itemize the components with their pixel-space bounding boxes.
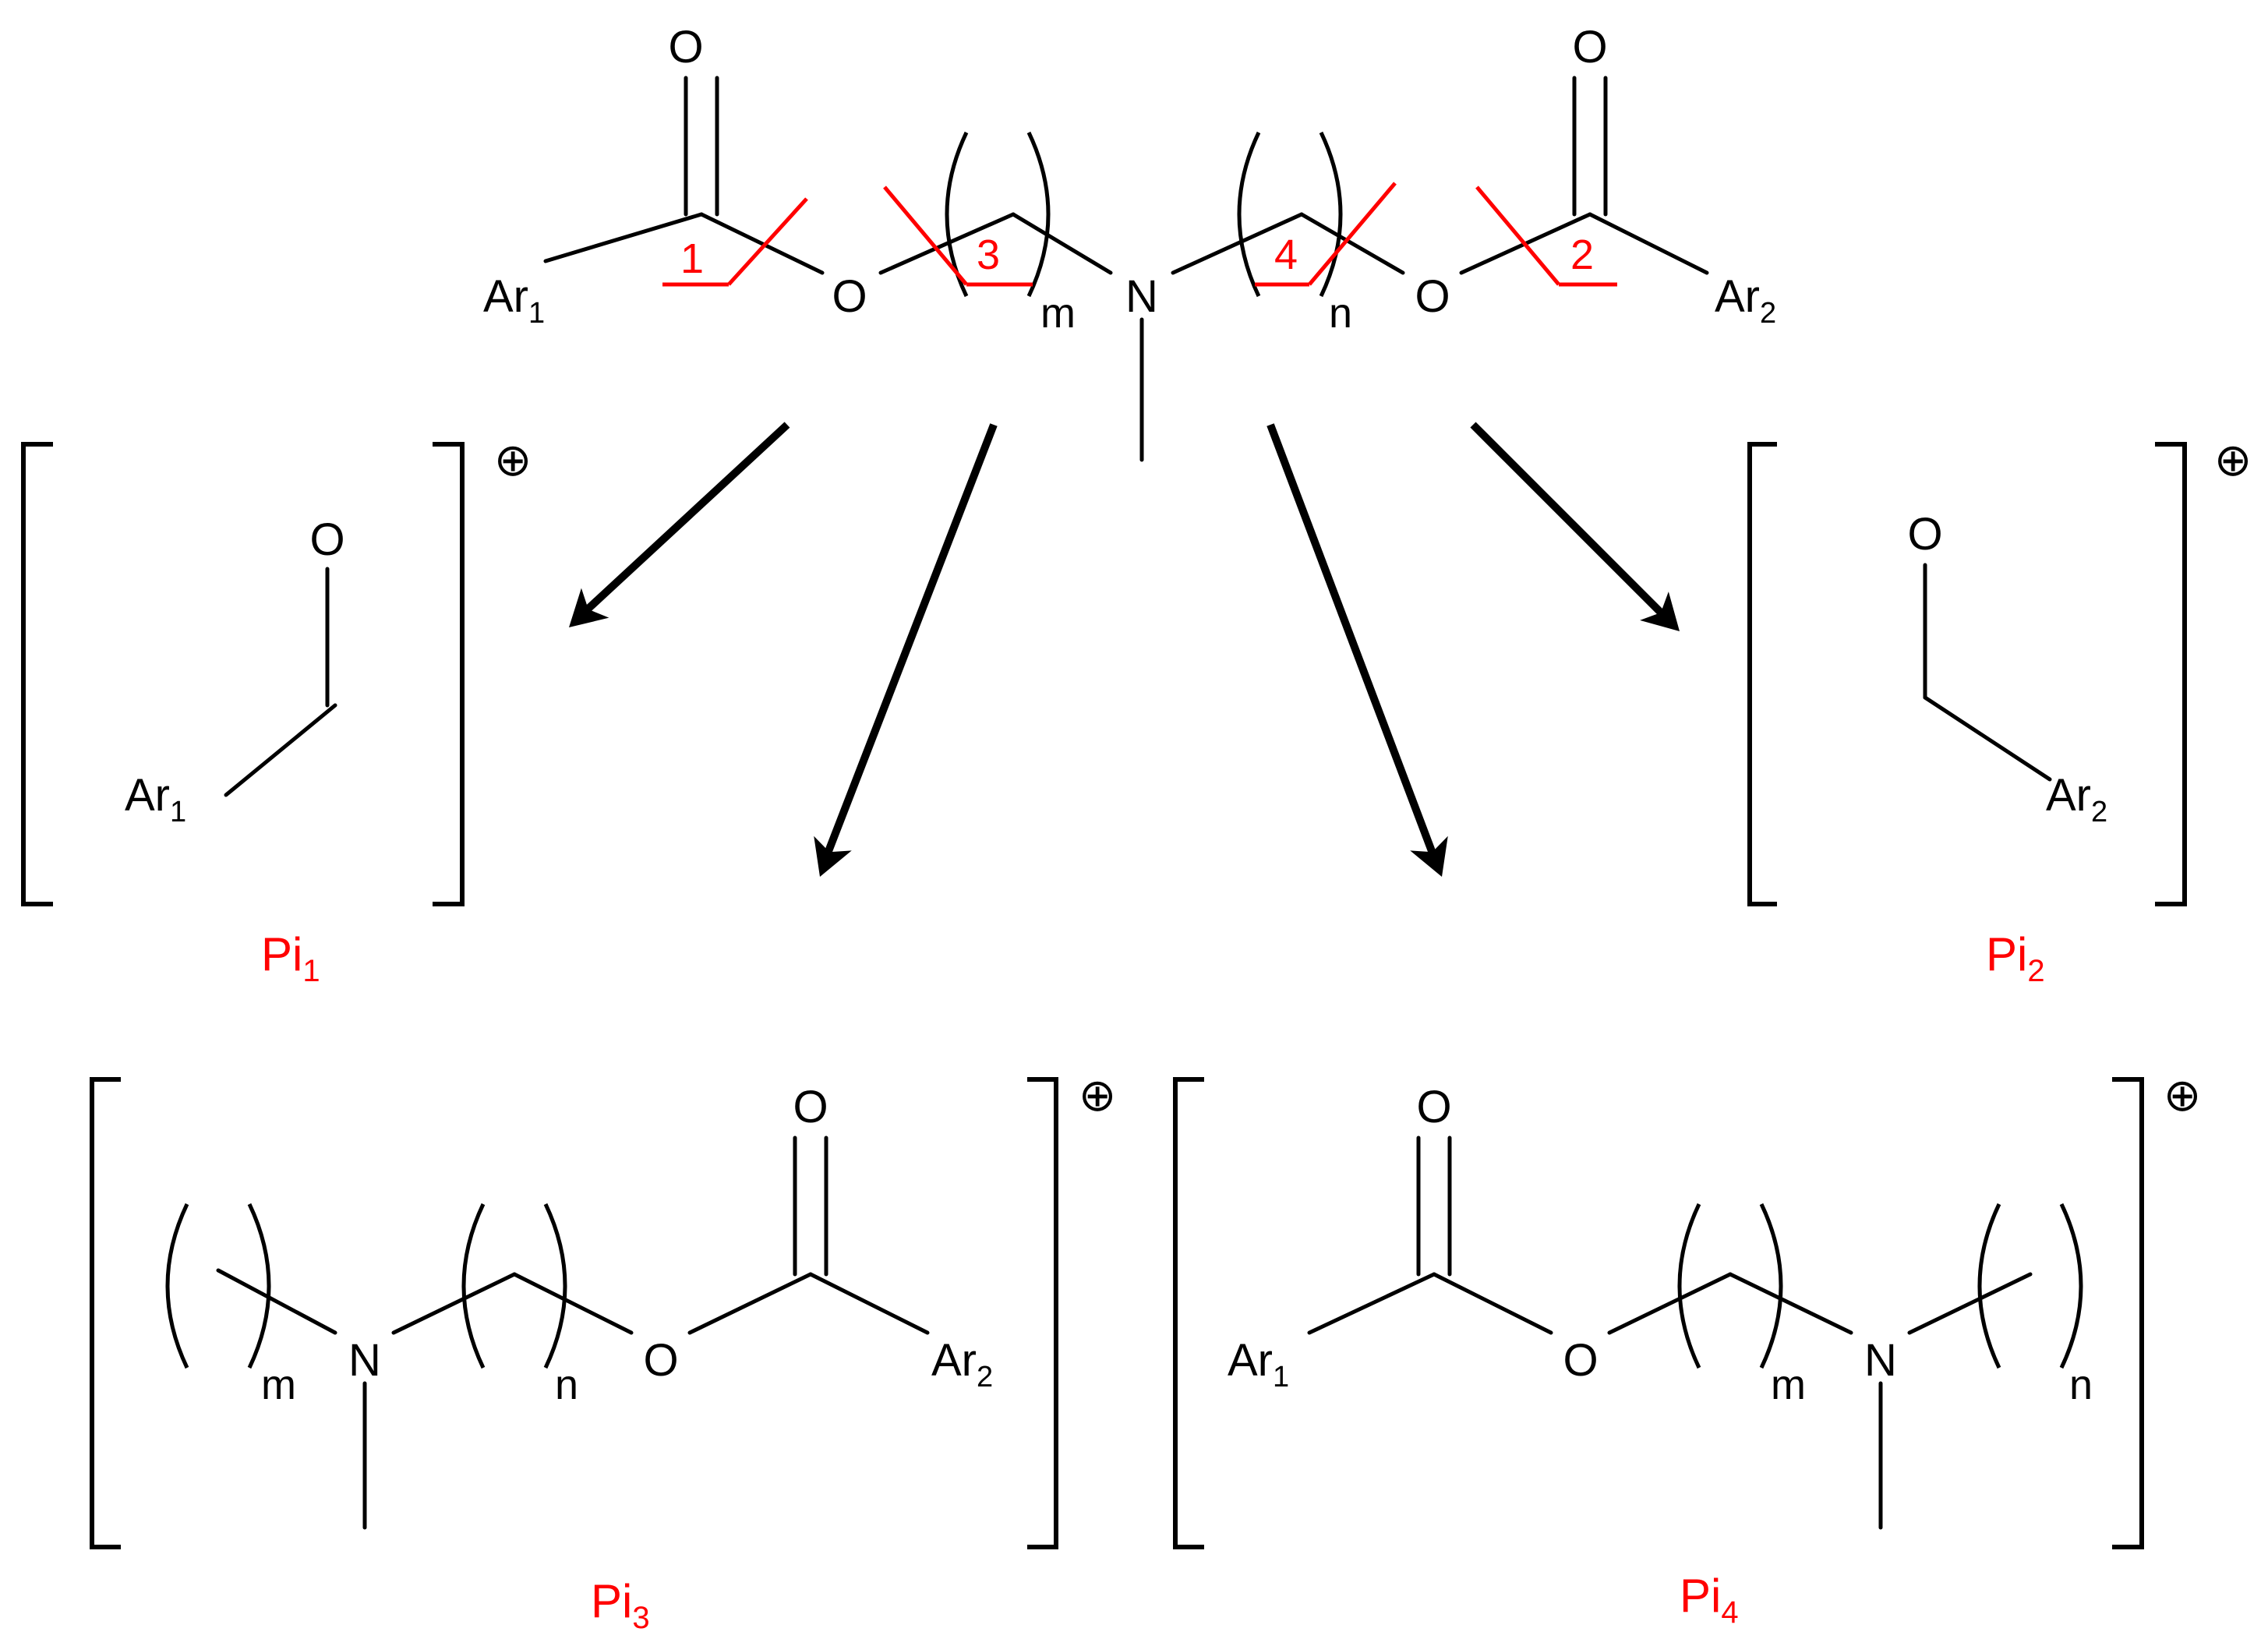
product-pi3: O O N m n Ar2 ⊕ Pi3 bbox=[90, 1070, 1117, 1635]
svg-text:4: 4 bbox=[1274, 231, 1298, 278]
paren-m-close bbox=[247, 1203, 271, 1369]
index-n: n bbox=[555, 1362, 578, 1408]
parent-molecule: O O O O N Ar1 Ar2 m n 1 3 4 2 bbox=[483, 22, 1776, 462]
bracket-right bbox=[2155, 442, 2187, 906]
bond-n-ch2 bbox=[391, 1272, 517, 1335]
bracket-left bbox=[21, 442, 53, 906]
paren-m-open bbox=[165, 1203, 189, 1369]
bracket-left bbox=[90, 1077, 121, 1549]
arrow-to-pi1 bbox=[555, 422, 790, 643]
index-n: n bbox=[1329, 290, 1352, 337]
paren-n-close bbox=[543, 1203, 567, 1369]
product-pi1: O Ar1 ⊕ Pi1 bbox=[21, 435, 532, 988]
arrow-to-pi2 bbox=[1470, 422, 1694, 646]
bracket-right bbox=[2112, 1077, 2144, 1549]
label-pi3: Pi3 bbox=[591, 1575, 650, 1635]
paren-n-open bbox=[1977, 1203, 2001, 1369]
charge-plus: ⊕ bbox=[2164, 1070, 2202, 1121]
bond-o-c bbox=[687, 1272, 813, 1335]
index-m: m bbox=[261, 1362, 296, 1408]
bond-ar1-c bbox=[1307, 1272, 1436, 1335]
index-n: n bbox=[2069, 1362, 2093, 1408]
atom-o-carbonyl: O bbox=[1416, 1082, 1451, 1132]
bond-c-ar2 bbox=[1923, 695, 2052, 782]
cleavage-mark-3: 3 bbox=[883, 185, 1033, 287]
bond-n-ch2 bbox=[1907, 1272, 2033, 1335]
label-pi4: Pi4 bbox=[1680, 1570, 1739, 1630]
cleavage-mark-2: 2 bbox=[1475, 185, 1617, 287]
paren-n-open bbox=[1237, 131, 1261, 298]
svg-text:3: 3 bbox=[977, 231, 1000, 278]
arrow-to-pi3 bbox=[800, 423, 998, 885]
bond-c-o bbox=[699, 212, 825, 275]
bond-ar1-c bbox=[224, 703, 337, 797]
atom-o-carbonyl: O bbox=[793, 1082, 828, 1132]
bond-c-ar2 bbox=[1588, 212, 1709, 275]
bond-ch2-o bbox=[512, 1272, 634, 1335]
atom-o-ester-2: O bbox=[1415, 271, 1450, 322]
aryl-ar1: Ar1 bbox=[483, 271, 545, 330]
charge-plus: ⊕ bbox=[1079, 1070, 1117, 1121]
aryl-ar1: Ar1 bbox=[125, 770, 186, 828]
charge-plus: ⊕ bbox=[494, 435, 532, 486]
atom-o: O bbox=[309, 514, 344, 565]
aryl-ar2: Ar2 bbox=[931, 1335, 993, 1393]
bond-c-ar2 bbox=[808, 1272, 930, 1335]
aryl-ar1: Ar1 bbox=[1228, 1335, 1289, 1393]
index-m: m bbox=[1771, 1362, 1806, 1408]
atom-o-carbonyl-1: O bbox=[668, 22, 703, 72]
label-pi2: Pi2 bbox=[1986, 928, 2045, 988]
atom-o: O bbox=[1907, 509, 1942, 560]
bracket-right bbox=[1027, 1077, 1058, 1549]
bond-o-ch2 bbox=[1607, 1272, 1733, 1335]
paren-n-open bbox=[461, 1203, 486, 1369]
bond-ch2-n bbox=[1728, 1272, 1853, 1335]
bracket-right bbox=[433, 442, 465, 906]
svg-text:1: 1 bbox=[680, 235, 704, 282]
atom-n: N bbox=[1864, 1335, 1897, 1386]
paren-n-close bbox=[2059, 1203, 2083, 1369]
atom-o-carbonyl-2: O bbox=[1572, 22, 1607, 72]
bond-n-ch2 bbox=[1171, 212, 1304, 275]
atom-n: N bbox=[348, 1335, 381, 1386]
charge-plus: ⊕ bbox=[2214, 435, 2252, 486]
product-pi4: O O N m n Ar1 ⊕ Pi4 bbox=[1173, 1070, 2202, 1630]
bond-o-ch2 bbox=[878, 212, 1016, 275]
paren-m-close bbox=[1026, 131, 1051, 298]
bond-ch2-o bbox=[1299, 212, 1405, 275]
aryl-ar2: Ar2 bbox=[1715, 271, 1776, 330]
paren-n-close bbox=[1319, 131, 1343, 298]
atom-n: N bbox=[1125, 271, 1158, 322]
bond-ar1-c bbox=[543, 212, 704, 263]
label-pi1: Pi1 bbox=[261, 928, 320, 988]
arrow-to-pi4 bbox=[1266, 423, 1461, 885]
atom-o-ester: O bbox=[1563, 1335, 1598, 1386]
bracket-left bbox=[1747, 442, 1777, 906]
atom-o-ester: O bbox=[643, 1335, 678, 1386]
bond-ch2-n bbox=[1011, 212, 1113, 275]
index-m: m bbox=[1040, 290, 1076, 337]
bracket-left bbox=[1173, 1077, 1204, 1549]
cleavage-mark-1: 1 bbox=[662, 197, 808, 287]
paren-m-close bbox=[1759, 1203, 1783, 1369]
aryl-ar2: Ar2 bbox=[2046, 770, 2107, 828]
bond-c-o bbox=[1432, 1272, 1553, 1335]
atom-o-ester-1: O bbox=[832, 271, 867, 322]
cleavage-mark-4: 4 bbox=[1255, 182, 1397, 287]
bond-ch2-n bbox=[216, 1268, 337, 1335]
product-pi2: O Ar2 ⊕ Pi2 bbox=[1747, 435, 2252, 988]
paren-m-open bbox=[1677, 1203, 1701, 1369]
svg-text:2: 2 bbox=[1570, 231, 1594, 278]
